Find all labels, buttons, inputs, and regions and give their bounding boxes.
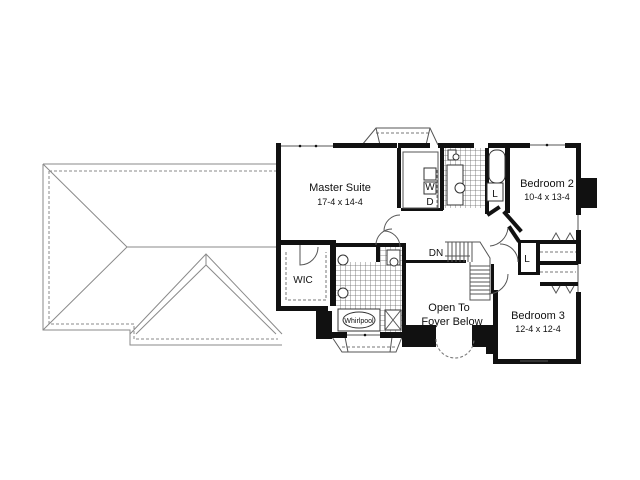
staircase: [445, 241, 491, 301]
walls: [276, 143, 597, 364]
bedroom-3-dims: 12-4 x 12-4: [515, 324, 561, 334]
linen-closet-label: L: [524, 254, 530, 265]
whirlpool-label: Whirlpool: [344, 318, 374, 325]
roof-outline: [42, 163, 283, 346]
wic-closet: [285, 252, 327, 301]
hall-bath: [444, 148, 506, 208]
sink-icon: [337, 287, 349, 299]
whirlpool-tub-icon: [342, 311, 376, 329]
washer-icon: [423, 167, 437, 181]
master-bath: Whirlpool: [336, 247, 402, 332]
stairs-down-label: DN: [429, 248, 443, 259]
laundry-closet: [402, 151, 439, 209]
sink-icon: [337, 254, 349, 266]
dryer-icon: [423, 181, 437, 195]
master-suite-label: Master Suite: [309, 182, 371, 194]
bathtub-icon: [488, 149, 506, 184]
open-foyer-label-line2: Foyer Below: [421, 316, 482, 328]
room-labels: Master Suite 17-4 x 14-4 Bedroom 2 10-4 …: [293, 178, 574, 334]
bedroom-3-label: Bedroom 3: [511, 310, 565, 322]
dryer-label: D: [426, 197, 433, 208]
bay-window-bottom: [331, 336, 403, 353]
master-suite-dims: 17-4 x 14-4: [317, 197, 363, 207]
bedroom-2-dims: 10-4 x 13-4: [524, 192, 570, 202]
open-foyer-label-line1: Open To: [428, 302, 469, 314]
washer-label: W: [425, 182, 435, 193]
bedroom-2-label: Bedroom 2: [520, 178, 574, 190]
wic-label: WIC: [293, 275, 312, 286]
bay-window-top: [361, 127, 439, 146]
doors: [299, 214, 576, 359]
linen-closet-label: L: [492, 189, 498, 200]
